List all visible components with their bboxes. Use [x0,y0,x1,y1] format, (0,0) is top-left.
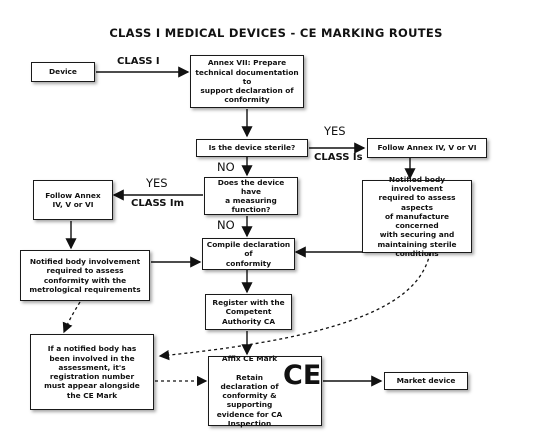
sterile-question-box: Is the device sterile? [196,139,308,157]
diagram-title: CLASS I MEDICAL DEVICES - CE MARKING ROU… [109,26,443,40]
follow-annex-measuring-box: Follow Annex IV, V or VI [33,180,113,220]
label-class-im: CLASS Im [131,198,185,209]
nb-sterile-box: Notified body involvement required to as… [362,175,472,258]
ce-mark-logo: CE [283,360,322,391]
label-yes-sterile: YES [324,124,346,138]
label-no-measuring: NO [217,218,235,232]
register-ca-box: Register with the Competent Authority CA [205,294,292,330]
market-device-box: Market device [384,372,468,390]
label-yes-measuring: YES [146,176,168,190]
annex-vii-box: Annex VII: Prepare technical documentati… [190,55,304,108]
label-no-sterile: NO [217,160,235,174]
nb-metrology-box: Notified body involvement required to as… [20,250,150,301]
label-class-is: CLASS Is [314,152,363,163]
measuring-question-box: Does the device have a measuring functio… [204,177,298,215]
device-box: Device [31,62,95,82]
follow-annex-sterile-box: Follow Annex IV, V or VI [367,138,487,158]
compile-declaration-box: Compile declaration of conformity [202,238,295,270]
nb-number-box: If a notified body has been involved in … [30,334,154,410]
affix-ce-mark-box: Affix CE Mark Retain declaration of conf… [208,354,322,428]
dashed-arrow-nb-sterile-to-nb-number [158,252,431,361]
dashed-arrow-nb-metrology-to-nb-number [62,301,81,334]
label-class-i: CLASS I [117,56,160,67]
